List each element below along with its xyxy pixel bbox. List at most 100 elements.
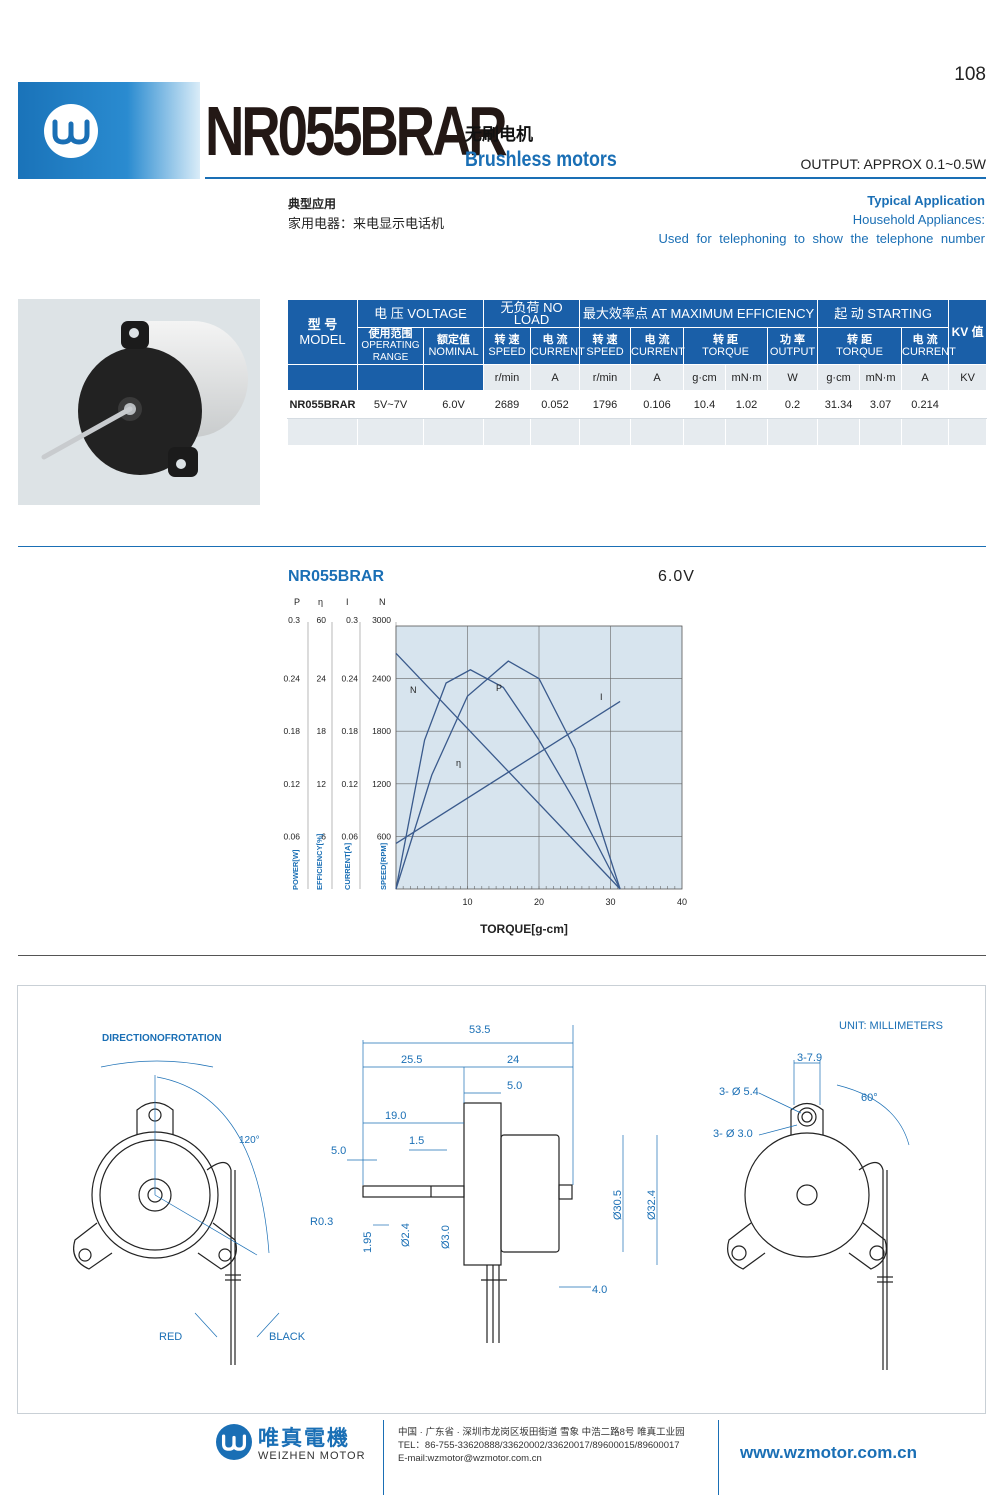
cell-st-current: 0.214 xyxy=(901,390,949,419)
footer-logo-icon xyxy=(216,1424,252,1460)
y-tick-label: 0.24 xyxy=(341,674,358,684)
th-speed-cn: 转 速 xyxy=(494,334,520,346)
dim-d30-5: Ø30.5 xyxy=(612,1190,624,1220)
x-tick-label: 40 xyxy=(677,897,687,907)
th-kv: KV 值 xyxy=(948,299,988,365)
footer-brand-en: WEIZHEN MOTOR xyxy=(258,1450,366,1462)
th-starting: 起 动 STARTING xyxy=(817,299,950,328)
chart-voltage: 6.0V xyxy=(658,568,695,585)
empty-cell xyxy=(530,418,581,446)
th-speed-cn: 转 速 xyxy=(592,334,618,346)
th-speed-en: SPEED xyxy=(488,346,526,358)
th-current-en: CURRENT xyxy=(531,346,585,358)
th-current-en: CURRENT xyxy=(631,346,685,358)
cell-st-torque-gcm: 31.34 xyxy=(817,390,860,419)
unit-cell: g·cm xyxy=(683,364,727,391)
empty-cell xyxy=(357,418,424,446)
dim-5-0-left: 5.0 xyxy=(331,1145,346,1157)
cell-model: NR055BRAR xyxy=(287,390,358,419)
y-tick-label: 0.12 xyxy=(283,779,300,789)
unit-cell: r/min xyxy=(483,364,532,391)
y-tick-label: 6 xyxy=(321,831,326,841)
th-current-cn: 电 流 xyxy=(542,334,568,346)
y-tick-label: 3000 xyxy=(372,615,391,625)
th-current-cn: 电 流 xyxy=(644,334,670,346)
x-tick-label: 30 xyxy=(605,897,615,907)
col-head-i: I xyxy=(346,597,349,607)
footer-website-link[interactable]: www.wzmotor.com.cn xyxy=(740,1443,917,1462)
y-tick-label: 60 xyxy=(317,615,327,625)
curve-efficiency xyxy=(395,669,621,890)
table-row: NR055BRAR 5V~7V 6.0V 2689 0.052 1796 0.1… xyxy=(287,390,987,419)
page-number: 108 xyxy=(954,64,986,85)
unit-cell: mN·m xyxy=(859,364,903,391)
dim-total-length: 53.5 xyxy=(469,1024,490,1036)
dim-r0-3: R0.3 xyxy=(310,1216,333,1228)
empty-cell xyxy=(483,418,532,446)
angle-60-label: 60° xyxy=(861,1092,878,1104)
angle-120-label: 120° xyxy=(239,1135,260,1146)
rotation-arrow-icon xyxy=(100,1060,214,1068)
y-tick-label: 2400 xyxy=(372,674,391,684)
unit-cell: r/min xyxy=(579,364,632,391)
dim-1-95: 1.95 xyxy=(362,1232,374,1253)
performance-chart: P η I N 0.060.120.180.240.36121824600.06… xyxy=(283,597,687,936)
application-text-en-2: Used for telephoning to show the telepho… xyxy=(658,231,985,246)
dim-4-0: 4.0 xyxy=(592,1284,607,1296)
footer-divider xyxy=(718,1420,719,1495)
th-max-efficiency: 最大效率点 AT MAXIMUM EFFICIENCY xyxy=(579,299,819,328)
y-tick-label: 1200 xyxy=(372,779,391,789)
dim-d2-4: Ø2.4 xyxy=(400,1223,412,1247)
y-tick-label: 600 xyxy=(377,831,391,841)
dim-d3-0: Ø3.0 xyxy=(440,1225,452,1249)
title-en: Brushless motors xyxy=(465,148,617,171)
empty-cell xyxy=(287,418,358,446)
footer-contact: 中国 · 广东省 · 深圳市龙岗区坂田街道 雪象 中浩二路8号 唯真工业园 TE… xyxy=(398,1426,685,1465)
curve-label-i: I xyxy=(600,692,603,702)
th-operating-en: OPERATING RANGE xyxy=(361,340,420,363)
product-photo xyxy=(18,299,260,505)
unit-cell: A xyxy=(530,364,581,391)
curve-label-p: P xyxy=(496,683,502,693)
unit-label: UNIT: MILLIMETERS xyxy=(839,1020,943,1032)
y-tick-label: 0.06 xyxy=(283,831,300,841)
title-cn: 无刷电机 xyxy=(465,125,533,144)
empty-cell xyxy=(579,418,632,446)
th-torque-cn: 转 距 xyxy=(847,334,873,346)
x-axis-label: TORQUE[g-cm] xyxy=(480,922,568,936)
empty-cell xyxy=(630,418,685,446)
cell-me-torque-mnm: 1.02 xyxy=(725,390,768,419)
dim-d32-4: Ø32.4 xyxy=(646,1190,658,1220)
y-tick-label: 0.24 xyxy=(283,674,300,684)
y-tick-label: 1800 xyxy=(372,726,391,736)
y-tick-label: 18 xyxy=(317,726,327,736)
curve-p xyxy=(395,660,621,890)
empty-cell xyxy=(948,418,988,446)
empty-cell xyxy=(817,418,861,446)
cell-nl-speed: 2689 xyxy=(483,390,531,419)
model-title: NR055BRAR xyxy=(205,92,508,170)
th-torque-cn: 转 距 xyxy=(712,334,739,346)
th-operating-cn: 使用范围 xyxy=(368,328,413,340)
th-speed-en: SPEED xyxy=(586,346,624,358)
th-torque-en: TORQUE xyxy=(836,346,883,358)
unit-cell: KV xyxy=(948,364,988,391)
cell-me-current: 0.106 xyxy=(630,390,684,419)
th-unit-spacer xyxy=(287,364,358,391)
curve-i xyxy=(395,700,621,844)
cell-me-speed: 1796 xyxy=(579,390,631,419)
unit-cell: mN·m xyxy=(725,364,769,391)
section-divider xyxy=(18,955,986,956)
footer-email[interactable]: E-mail:wzmotor@wzmotor.com.cn xyxy=(398,1453,542,1464)
cell-operating-range: 5V~7V xyxy=(357,390,424,419)
y-tick-label: 0.12 xyxy=(341,779,358,789)
dim-1-5: 1.5 xyxy=(409,1135,424,1147)
